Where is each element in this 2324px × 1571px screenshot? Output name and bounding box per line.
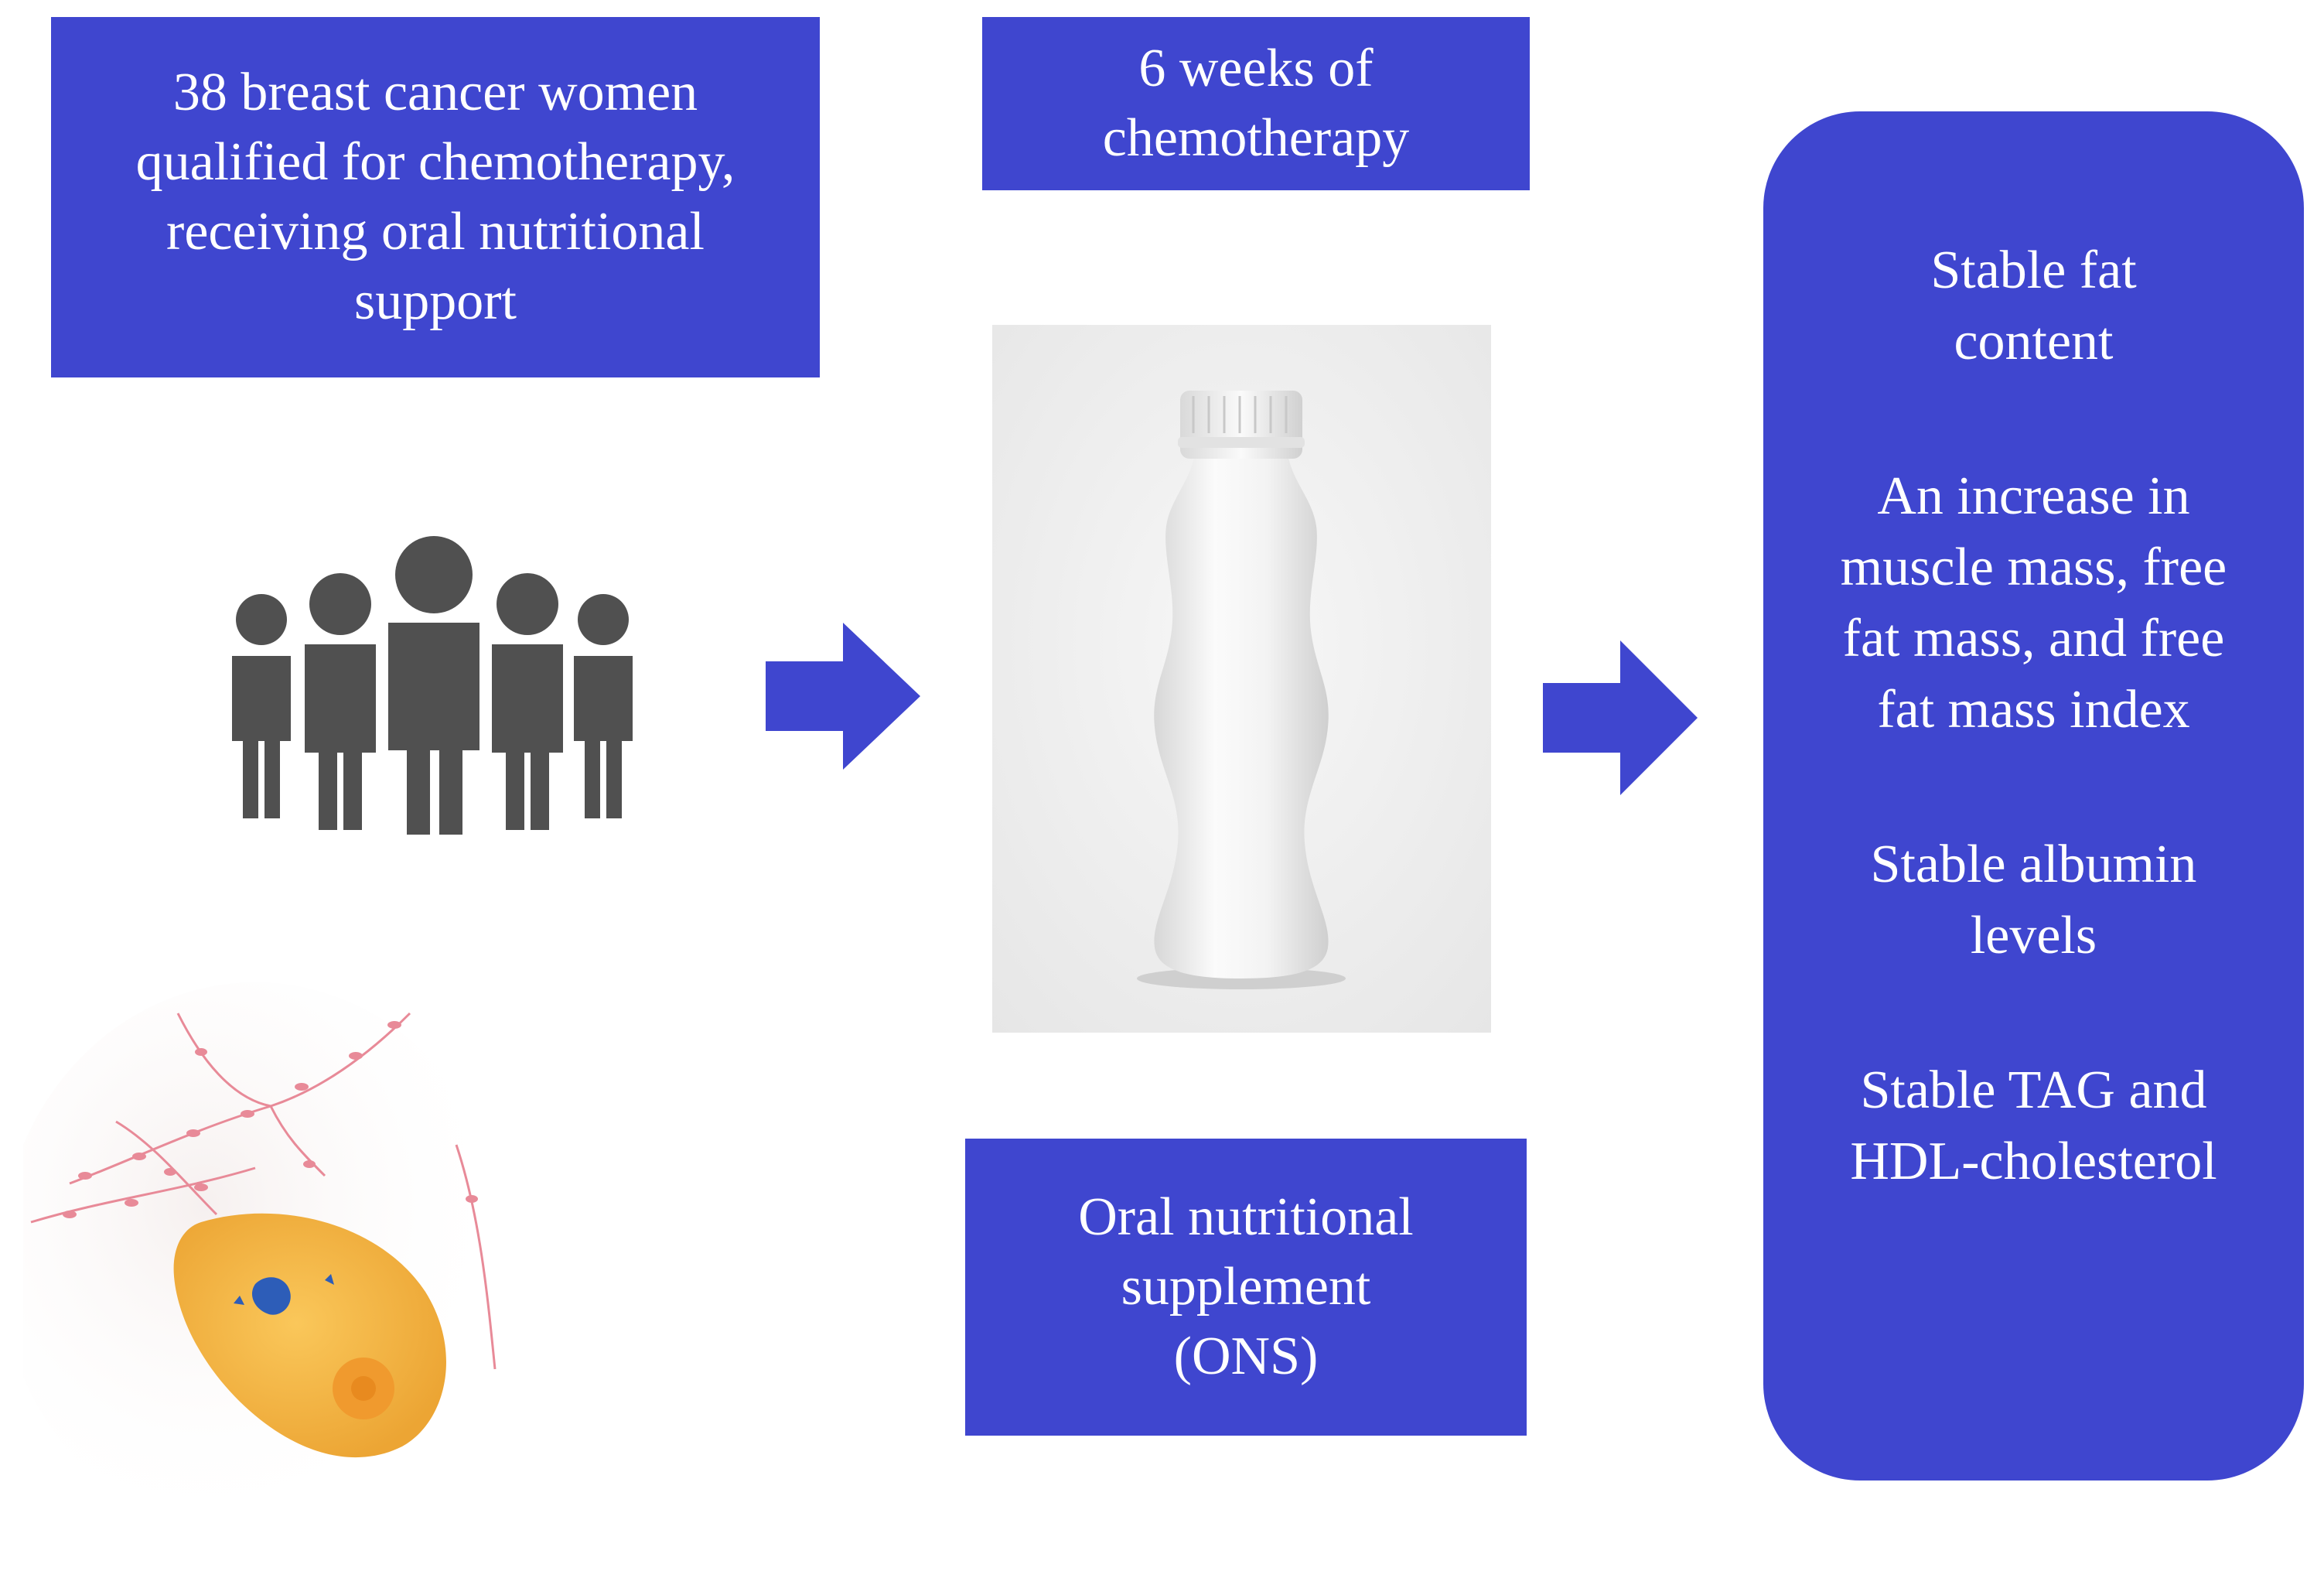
breast-illustration: [23, 982, 510, 1539]
arrow-right-icon: [766, 623, 920, 770]
result-tag-hdl: Stable TAG and HDL-cholesterol: [1850, 1060, 2217, 1191]
arrow-right-icon: [1543, 640, 1698, 795]
participants-box: 38 breast cancer women qualified for che…: [51, 17, 820, 377]
result-fat-content: Stable fat content: [1930, 241, 2137, 371]
result-albumin: Stable albumin levels: [1870, 835, 2197, 965]
duration-text: 6 weeks of chemotherapy: [1102, 39, 1410, 168]
people-group-icon: [232, 536, 633, 835]
result-muscle-mass: An increase in muscle mass, free fat mas…: [1840, 466, 2227, 739]
results-box: Stable fat content An increase in muscle…: [1763, 111, 2304, 1480]
supplement-text: Oral nutritional supplement (ONS): [1078, 1187, 1414, 1386]
supplement-box: Oral nutritional supplement (ONS): [965, 1139, 1527, 1436]
bottle-image: [992, 325, 1491, 1033]
participants-text: 38 breast cancer women qualified for che…: [135, 63, 735, 331]
duration-box: 6 weeks of chemotherapy: [982, 17, 1530, 190]
